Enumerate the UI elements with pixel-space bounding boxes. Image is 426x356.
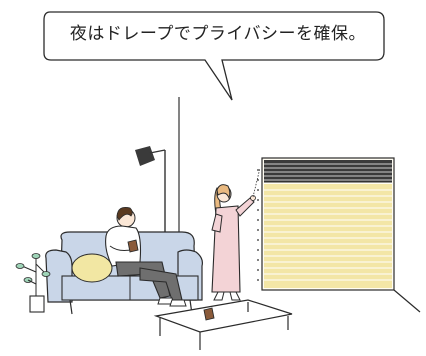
floor-lamp-icon <box>135 146 166 240</box>
speech-bubble <box>43 11 385 101</box>
man-figure <box>105 206 187 307</box>
speech-bubble-text: 夜はドレープでプライバシーを確保。 <box>69 23 367 44</box>
coffee-table <box>153 299 293 350</box>
plant-icon <box>15 253 51 313</box>
woman-figure <box>211 167 261 301</box>
window-shade <box>257 157 421 313</box>
